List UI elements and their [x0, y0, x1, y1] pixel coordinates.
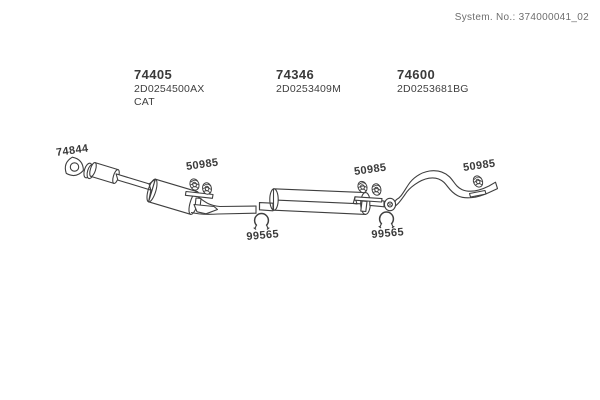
- part-id: 74405: [134, 67, 173, 82]
- system-number: System. No.: 374000041_02: [455, 12, 589, 23]
- front-hanger-bracket-drawing: [184, 190, 219, 215]
- part-id: 74600: [397, 67, 436, 82]
- part-header-muffler: 74346 2D0253409M: [276, 68, 341, 95]
- part-code: 2D0253409M: [276, 83, 342, 95]
- clamp-icon: [378, 211, 395, 229]
- part-header-tailpipe: 74600 2D0253681BG: [397, 68, 469, 95]
- part-code: 2D0254500AX: [134, 83, 205, 95]
- part-header-front-pipe: 74405 2D0254500AX CAT: [134, 68, 205, 107]
- outlet-flange-disc-drawing: [383, 197, 397, 212]
- tailpipe-hanger-rod-drawing: [468, 189, 487, 198]
- part-id: 74346: [276, 67, 315, 82]
- tailpipe-drawing: [389, 170, 499, 210]
- rubber-mount-icon: [368, 181, 385, 198]
- gasket-ring-drawing: [64, 156, 84, 177]
- system-number-label: System. No.:: [454, 12, 516, 23]
- system-number-value: 374000041_02: [518, 12, 589, 23]
- clamp-icon: [253, 212, 270, 230]
- mid-hanger-bracket-drawing: [352, 196, 383, 213]
- front-pipe-catalyst-drawing: [83, 162, 257, 215]
- rubber-mount-icon: [470, 173, 486, 190]
- part-note: CAT: [134, 95, 155, 108]
- part-code: 2D0253681BG: [397, 83, 469, 95]
